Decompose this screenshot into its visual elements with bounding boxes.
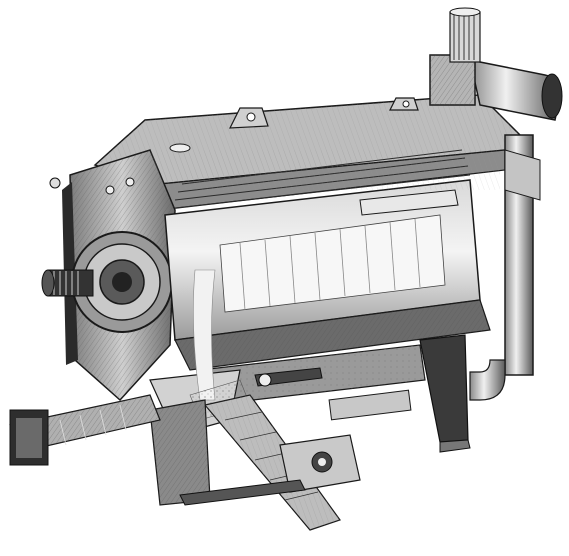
lower-frame bbox=[9, 394, 361, 506]
support-frame bbox=[199, 334, 471, 453]
engraving-texture bbox=[150, 150, 500, 190]
right-pipe-assembly bbox=[429, 7, 563, 401]
rotor-drum bbox=[164, 149, 491, 371]
left-end-housing bbox=[41, 149, 176, 402]
